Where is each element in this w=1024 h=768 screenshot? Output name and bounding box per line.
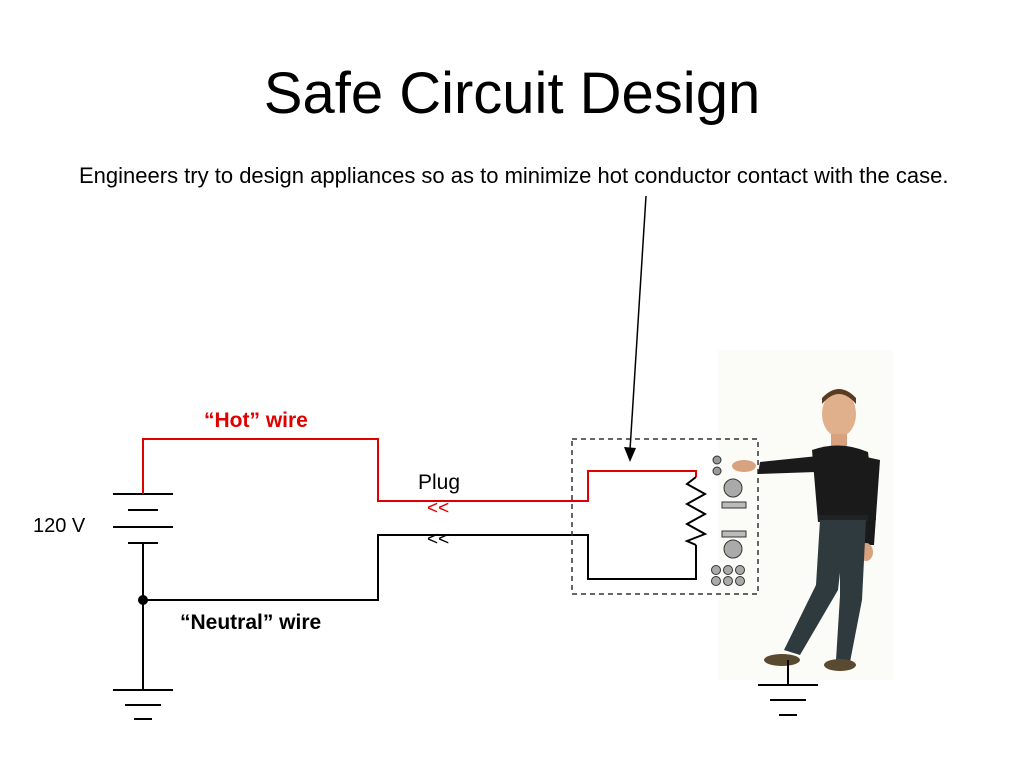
appliance-case [571,438,759,595]
hot-wire [142,438,453,502]
bullet-text: Engineers try to design appliances so as… [79,163,949,188]
appliance-neutral-wire [453,534,697,580]
source-voltage-label: 120 V [33,515,86,537]
battery-icon [113,493,173,544]
plug-neutral-symbol: << [427,529,449,550]
source-ground-icon [113,689,173,720]
plug-label: Plug [418,471,460,494]
callout-arrowhead [624,447,636,462]
neutral-junction-dot [138,595,148,605]
resistor-icon [684,476,708,546]
person-ground-icon [758,660,818,716]
slide-title: Safe Circuit Design [263,61,761,126]
callout-arrow [629,195,647,451]
neutral-wire-return [143,534,453,601]
appliance-hot-wire [453,470,697,502]
person-illustration [732,389,880,671]
neutral-wire-label: “Neutral” wire [180,611,321,634]
hot-wire-label: “Hot” wire [204,409,308,432]
plug-hot-symbol: << [427,498,449,519]
appliance-controls [711,455,747,586]
